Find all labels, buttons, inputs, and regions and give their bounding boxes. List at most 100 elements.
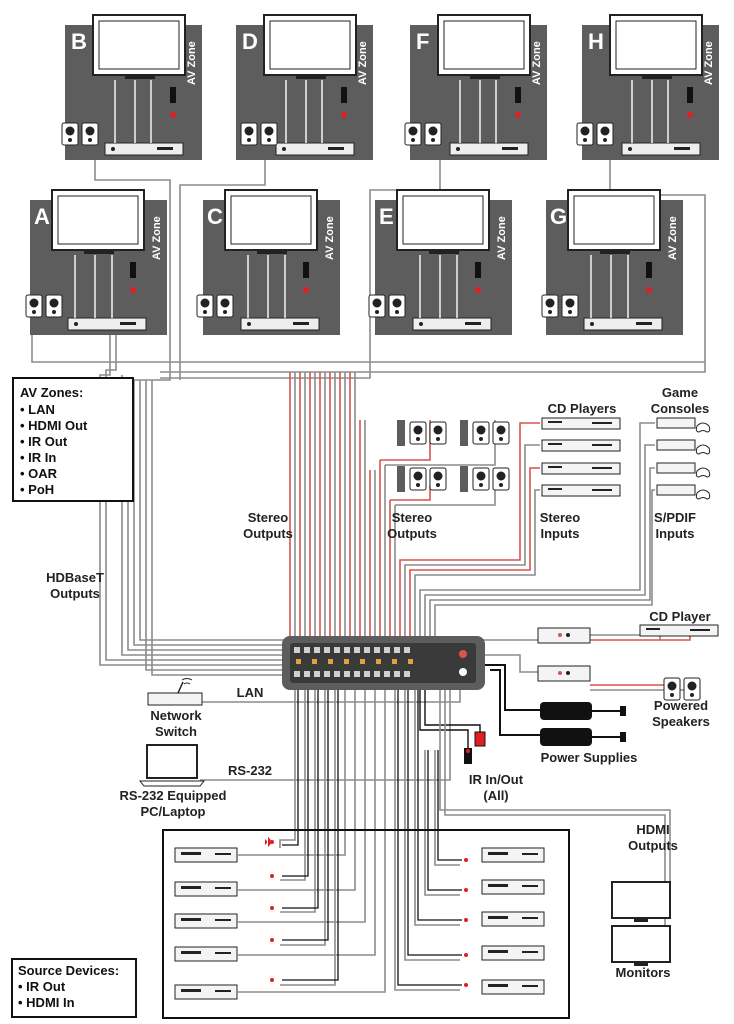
legend-item: • OAR (20, 466, 58, 481)
tv-icon (437, 14, 531, 79)
ir-emitter-icon (265, 837, 468, 987)
ir-emitter-icon (303, 262, 309, 293)
zone-tag: AV Zone (151, 216, 163, 260)
source-device-icon (174, 847, 238, 863)
source-device-icon (481, 847, 545, 863)
ir-emitter-icon (130, 262, 136, 293)
tv-icon (51, 189, 145, 254)
tv-icon (92, 14, 186, 79)
stereo-output-bundle (289, 372, 496, 640)
spdif-bundle (419, 422, 655, 640)
source-device-icon (481, 979, 545, 995)
game-console-icon (656, 417, 711, 433)
av-zones-legend: AV Zones: • LAN • HDMI Out • IR Out • IR… (12, 377, 134, 502)
ir-in-out-label: IR In/Out (469, 772, 524, 787)
diagram-labels: Stereo Outputs Stereo Outputs Stereo Inp… (46, 385, 711, 980)
central-matrix-switch (282, 636, 485, 690)
hdbaset-outputs-label: HDBaseT (46, 570, 104, 585)
zone-tag: AV Zone (324, 216, 336, 260)
zone-letter: D (242, 29, 258, 54)
monitors-icon (611, 881, 671, 966)
rs232-label: RS-232 (228, 763, 272, 778)
game-consoles (656, 417, 711, 500)
laptop-icon (138, 744, 206, 787)
source-devices-legend: Source Devices: • IR Out • HDMI In (11, 958, 137, 1018)
tv-icon (263, 14, 357, 79)
source-devices-box (162, 829, 570, 1019)
hdmi-outputs-label: Outputs (628, 838, 678, 853)
speaker-pair-icon (472, 421, 510, 445)
legend-item: • PoH (20, 482, 54, 497)
powered-speakers-label: Powered (654, 698, 708, 713)
powered-speakers-label: Speakers (652, 714, 710, 729)
receiver-icon (412, 317, 492, 331)
source-device-icon (481, 879, 545, 895)
tv-icon (567, 189, 661, 254)
zone-panel-b: B AV Zone Audio Zone (55, 14, 202, 160)
stereo-inputs-label: Stereo (540, 510, 581, 525)
ir-emitter-icon (515, 87, 521, 118)
tv-icon (224, 189, 318, 254)
audio-zone-speakers (397, 420, 510, 492)
ir-cable-bundle (282, 685, 462, 986)
stereo-outputs-label: Outputs (243, 526, 293, 541)
network-switch-icon (147, 678, 203, 706)
audio-converter-icon (537, 665, 591, 682)
power-supplies-label: Power Supplies (541, 750, 638, 765)
ir-emitter-icon (646, 262, 652, 293)
zone-panel-a: A AV Zone (25, 189, 167, 335)
cd-player-icon (541, 484, 621, 497)
rs232-pc-label: RS-232 Equipped (120, 788, 227, 803)
legend-item: • HDMI In (18, 995, 75, 1010)
game-console-icon (656, 439, 711, 455)
ir-emitter-icon (170, 87, 176, 118)
cables (31, 150, 706, 993)
zone-letter: C (207, 204, 223, 229)
zone-letter: A (34, 204, 50, 229)
spdif-inputs-label: S/PDIF (654, 510, 696, 525)
audio-zone-tag: Audio Zone (55, 115, 61, 143)
receiver-icon (67, 317, 147, 331)
zone-panel-g: G AV Zone (541, 189, 683, 335)
zone-panels: B AV Zone Audio Zone D AV Zone F AV Zone (25, 14, 719, 335)
source-device-icon (481, 945, 545, 961)
game-console-icon (656, 462, 711, 478)
cd-player-icon (541, 439, 621, 452)
source-device-bundle (238, 685, 460, 993)
ir-emitter-icon (687, 87, 693, 118)
speaker-pair-icon (409, 421, 447, 445)
zone-letter: B (71, 29, 87, 54)
zone-tag: AV Zone (357, 41, 369, 85)
source-device-icon (481, 911, 545, 927)
zone-panel-c: C AV Zone (196, 189, 340, 335)
legend-title: AV Zones: (20, 385, 83, 400)
cd-player-label: CD Player (649, 609, 710, 624)
receiver-icon (583, 317, 663, 331)
zone-tag: AV Zone (496, 216, 508, 260)
cd-players (541, 417, 621, 497)
stereo-outputs-label: Stereo (392, 510, 433, 525)
ir-in-out-label: (All) (483, 788, 508, 803)
zone-letter: E (379, 204, 394, 229)
game-consoles-label: Game (662, 385, 698, 400)
receiver-icon (621, 142, 701, 156)
stereo-inputs-label: Inputs (541, 526, 580, 541)
legend-item: • IR Out (20, 434, 68, 449)
ir-receiver-icon (464, 731, 486, 764)
source-device-icon (174, 881, 238, 897)
legend-item: • HDMI Out (20, 418, 88, 433)
audio-converter-icon (537, 627, 591, 644)
stereo-outputs-label: Stereo (248, 510, 289, 525)
zone-panel-e: E AV Zone (368, 189, 512, 335)
zone-tag: AV Zone (531, 41, 543, 85)
source-device-icon (174, 913, 238, 929)
spdif-inputs-label: Inputs (656, 526, 695, 541)
legend-item: • IR In (20, 450, 56, 465)
legend-title: Source Devices: (18, 963, 119, 978)
cd-player-icon (541, 462, 621, 475)
cd-player-icon (541, 417, 621, 430)
cd-players-label: CD Players (548, 401, 617, 416)
power-supply-icon (540, 728, 626, 746)
source-device-icon (174, 984, 238, 1000)
speaker-pair-icon (472, 467, 510, 491)
